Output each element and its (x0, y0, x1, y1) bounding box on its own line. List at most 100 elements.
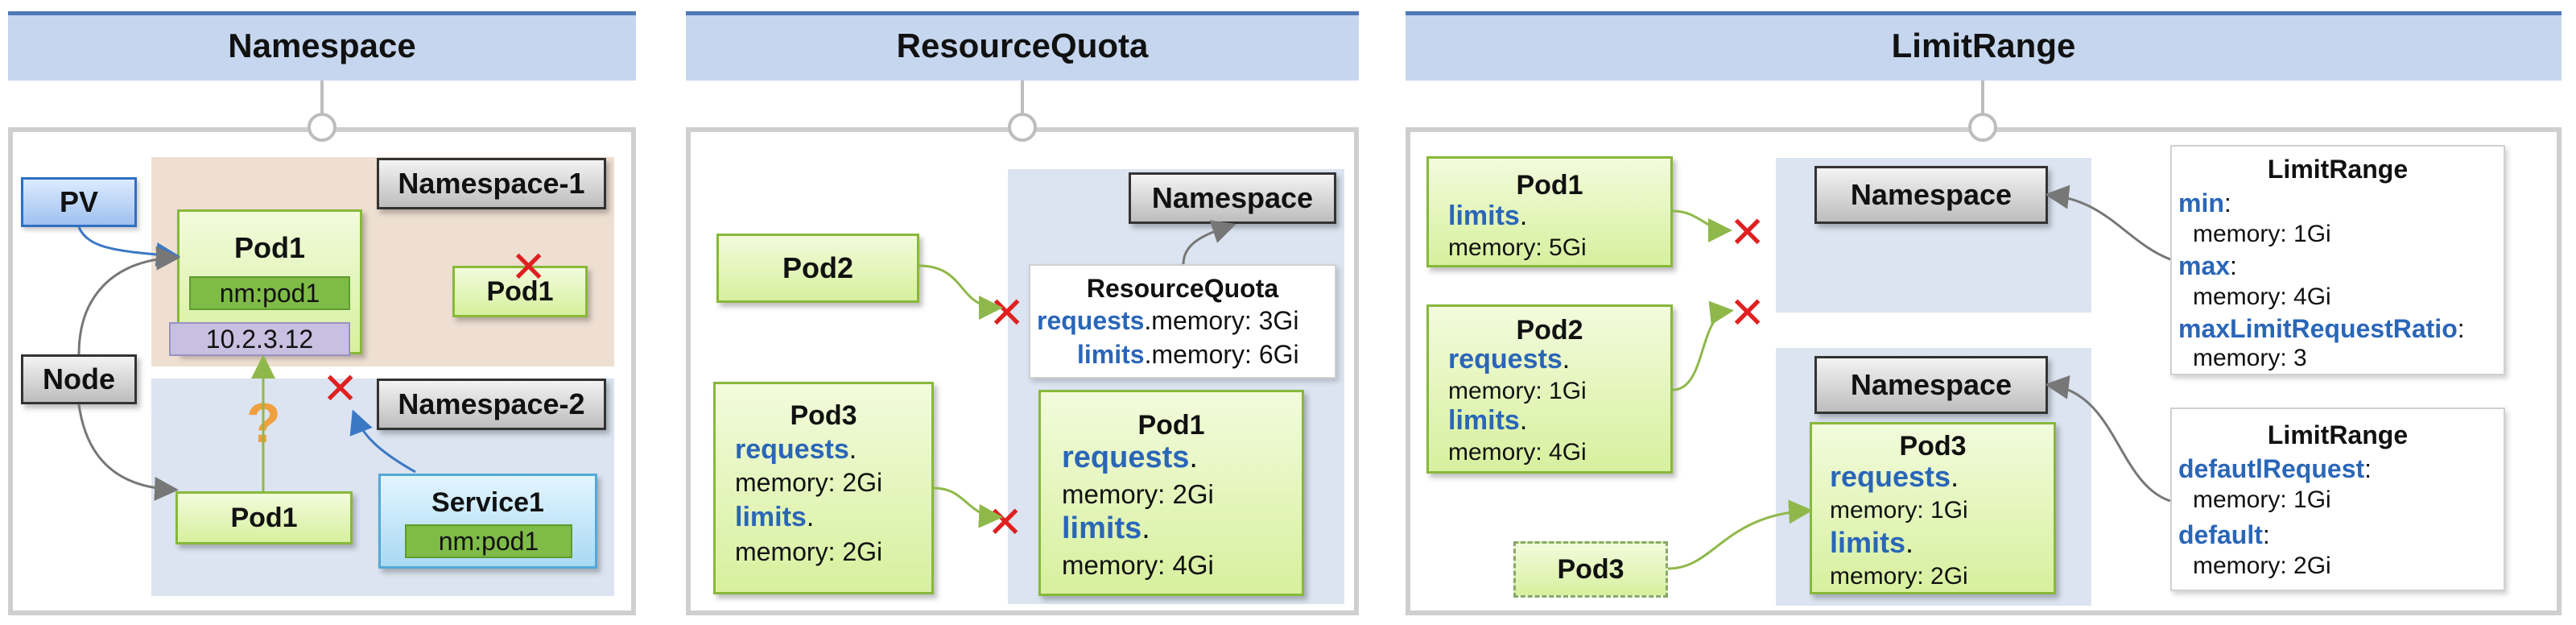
rq-pod3-limits-kw: limits (735, 502, 807, 532)
lr1-min-kw: min (2178, 188, 2224, 217)
pv-to-pod1-connector (77, 226, 180, 267)
x-mark-ns2: ✕ (322, 365, 359, 413)
node-box: Node (21, 354, 137, 404)
lr-pod1-connector (1672, 209, 1732, 242)
lr-pod1-limits-kw: limits (1448, 201, 1520, 231)
lr2-defreq: defautlRequest: (2178, 454, 2372, 484)
rq-pod2: Pod2 (716, 234, 919, 303)
pod1-ns1-right: Pod1 (452, 266, 588, 317)
service1-box: Service1 nm:pod1 (378, 474, 597, 569)
lr-pod1-limits-val: memory: 5Gi (1448, 234, 1587, 261)
lr-pod2-requests: requests. (1448, 344, 1570, 375)
header-resourcequota: ResourceQuota (686, 11, 1359, 81)
x-mark-lr-pod1: ✕ (1729, 209, 1766, 257)
service-to-pod1-connector (349, 409, 416, 474)
rq-box-limits: limits.memory: 6Gi (1077, 340, 1299, 370)
connector-circle-resourcequota (1008, 113, 1037, 142)
rq-box-title: ResourceQuota (1086, 274, 1279, 303)
rq-pod1-limits: limits. (1062, 511, 1150, 546)
lr-pod3-connector (1667, 499, 1813, 570)
lr2-default-colon: : (2262, 520, 2270, 549)
lr-pod3-inner-limits-kw: limits (1830, 526, 1906, 559)
lr-pod3-inner: Pod3 requests. memory: 1Gi limits. memor… (1810, 422, 2056, 594)
lr2-default: default: (2178, 520, 2270, 550)
lr-box2-to-ns-connector (2045, 375, 2171, 503)
rq-pod1: Pod1 requests. memory: 2Gi limits. memor… (1038, 390, 1304, 596)
lr-pod1-label: Pod1 (1516, 170, 1583, 201)
rq-pod3: Pod3 requests. memory: 2Gi limits. memor… (713, 382, 934, 594)
lr-pod3-inner-label: Pod3 (1899, 431, 1967, 462)
rq-pod1-limits-kw: limits (1062, 511, 1142, 545)
resourcequota-box: ResourceQuota requests.memory: 3Gi limit… (1029, 264, 1336, 379)
lr-pod2-limits: limits. (1448, 405, 1527, 437)
connector-circle-namespace (308, 113, 336, 142)
lr-pod2-requests-val: memory: 1Gi (1448, 378, 1587, 404)
lr-pod2: Pod2 requests. memory: 1Gi limits. memor… (1426, 304, 1673, 474)
pod1-ns1-ip: 10.2.3.12 (169, 322, 350, 356)
lr-namespace-top-label: Namespace (1814, 166, 2048, 224)
lr1-min-colon: : (2223, 188, 2231, 217)
lr1-ratio-val: memory: 3 (2193, 345, 2307, 371)
lr-pod2-requests-kw: requests (1448, 344, 1563, 375)
rq-pod1-requests-val: memory: 2Gi (1062, 479, 1214, 509)
rq-pod1-requests: requests. (1062, 441, 1198, 475)
lr-namespace-bottom-label: Namespace (1814, 356, 2048, 414)
pod1-ns2: Pod1 (175, 491, 353, 544)
lr1-max-kw: max (2178, 251, 2231, 280)
rq-pod2-connector (919, 264, 1003, 320)
lr-box1-to-ns-connector (2045, 184, 2171, 261)
x-mark-ns1-pod: ✕ (510, 243, 547, 292)
lr-pod1: Pod1 limits. memory: 5Gi (1426, 156, 1673, 267)
rq-pod1-requests-kw: requests (1062, 441, 1190, 474)
rq-pod3-requests: requests. (735, 434, 857, 466)
rq-pod3-connector (933, 486, 1003, 528)
lr2-defreq-val: memory: 1Gi (2193, 486, 2331, 513)
lr2-defreq-colon: : (2364, 454, 2372, 483)
rq-pod1-label: Pod1 (1137, 410, 1205, 441)
lr-pod3-inner-requests-kw: requests (1830, 460, 1951, 493)
service1-label: Service1 (431, 487, 544, 518)
rq-pod3-limits-dot: . (806, 502, 815, 532)
rq-pod3-limits: limits. (735, 502, 814, 533)
rq-namespace-label: Namespace (1129, 172, 1336, 224)
lr-pod1-limits-dot: . (1519, 201, 1528, 231)
lr-pod2-label: Pod2 (1516, 315, 1583, 346)
rq-pod1-limits-dot: . (1141, 511, 1150, 545)
rq-pod1-requests-dot: . (1189, 441, 1198, 474)
lr-pod3-inner-requests-val: memory: 1Gi (1830, 497, 1968, 524)
header-namespace: Namespace (8, 11, 636, 81)
node-to-pod1-connector (77, 246, 180, 355)
rq-pod3-requests-dot: . (848, 434, 857, 465)
lr2-defreq-kw: defautlRequest (2178, 454, 2365, 483)
rq-requests-value: .memory: 3Gi (1144, 306, 1299, 335)
connector-circle-limitrange (1968, 113, 1997, 142)
lr-pod3-inner-requests: requests. (1830, 460, 1959, 494)
rq-limits-value: .memory: 6Gi (1144, 340, 1299, 369)
lr1-max-val: memory: 4Gi (2193, 284, 2331, 310)
lr2-default-kw: default (2178, 520, 2263, 549)
lr1-max-colon: : (2230, 251, 2237, 280)
lr1-max: max: (2178, 251, 2237, 281)
pod1-ns1-tag: nm:pod1 (189, 276, 350, 310)
lr-pod2-requests-dot: . (1562, 344, 1571, 375)
lr-pod3-inner-limits-val: memory: 2Gi (1830, 563, 1968, 590)
lr-pod2-limits-dot: . (1519, 405, 1528, 436)
rq-pod3-requests-val: memory: 2Gi (735, 468, 883, 497)
header-limitrange-title: LimitRange (1891, 27, 2076, 64)
lr1-ratio-kw: maxLimitRequestRatio (2178, 314, 2458, 343)
lr-pod1-limits: limits. (1448, 201, 1527, 232)
lr-pod3-inner-limits-dot: . (1905, 526, 1914, 559)
service1-tag: nm:pod1 (405, 524, 572, 558)
lr1-ratio: maxLimitRequestRatio: (2178, 314, 2465, 344)
lr-pod2-limits-kw: limits (1448, 405, 1520, 436)
lr-pod2-connector (1672, 300, 1734, 391)
namespace1-label: Namespace-1 (377, 158, 606, 209)
lr-pod2-limits-val: memory: 4Gi (1448, 439, 1587, 466)
rq-pod1-limits-val: memory: 4Gi (1062, 550, 1214, 580)
x-mark-lr-pod2: ✕ (1729, 289, 1766, 337)
lr2-title: LimitRange (2267, 420, 2409, 449)
lr-pod3-outer: Pod3 (1513, 541, 1668, 598)
rq-pod3-label: Pod3 (790, 400, 857, 431)
rq-limits-keyword: limits (1077, 340, 1145, 369)
header-connectors (308, 81, 1997, 142)
